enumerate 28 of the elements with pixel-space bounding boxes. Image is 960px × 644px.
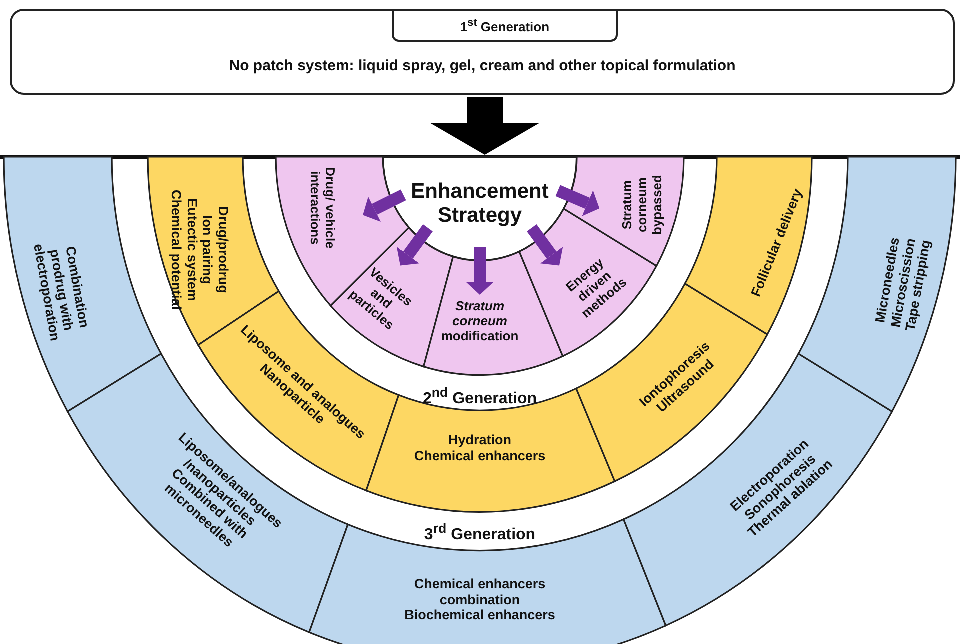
block-arrow <box>556 185 600 216</box>
segment-text: Drug/prodrug <box>216 206 232 296</box>
generation-label: 3$^{rd}$ Generation <box>424 521 536 545</box>
generation-label: 2$^{nd}$ Generation <box>422 385 538 409</box>
ring-segment <box>308 518 667 644</box>
segment-text: Eutectic system <box>184 198 200 304</box>
block-arrow <box>396 224 433 266</box>
block-arrow <box>527 224 564 266</box>
semicircle-diagram <box>0 155 960 644</box>
block-arrow <box>430 97 540 155</box>
segment-text: Stratum corneum bypassed <box>620 174 666 237</box>
segment-text: Stratum corneum modification <box>440 300 520 344</box>
block-arrow <box>466 247 494 295</box>
segment-text: Hydration <box>447 432 512 448</box>
ring-segment <box>365 387 617 514</box>
generation-tab: 1$^{st}$ Generation <box>392 9 618 42</box>
generation-panel <box>10 9 955 95</box>
panel-text: No patch system: liquid spray, gel, cream and other topical formulation <box>229 57 736 75</box>
block-arrow <box>363 190 406 222</box>
segment-text: Chemical enhancers <box>414 448 546 464</box>
ring-segment <box>684 156 813 336</box>
center-title: Enhancement Strategy <box>410 180 550 228</box>
ring-segment <box>3 156 163 413</box>
segment-text: Biochemical enhancers <box>404 608 556 624</box>
segment-text: Drug/ vehicle interactions <box>307 167 337 249</box>
segment-text: Chemical potential <box>168 190 184 310</box>
segment-text: Chemical enhancers combination <box>413 576 547 608</box>
segment-text: Ion pairing <box>200 214 216 286</box>
